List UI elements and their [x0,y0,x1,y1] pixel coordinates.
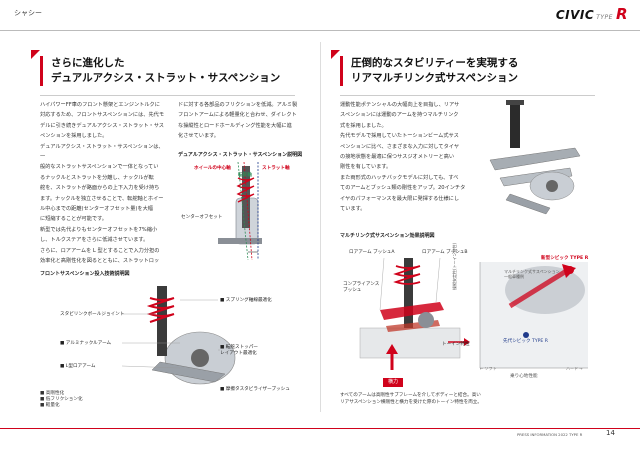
footer-title: PRESS INFORMATION 2022 TYPE R [517,432,583,437]
bottom-note: すべてのアームは高剛性サブフレームを介してボディーと結合。高い リアサスペンショ… [340,393,482,405]
strut-label-steer-axis: 転舵軸 [238,173,252,178]
header-bar [0,0,640,31]
diagram-label-lateral-force: 横力 [383,378,403,387]
strut-label-strut-axis: ストラット軸 [262,166,290,171]
front-label-lower-arm: ■ L型ロアアーム [60,364,96,369]
title-corner-mark [331,50,340,59]
multilink-diagram-caption: マルチリンク式サスペンション効果説明図 [340,233,435,239]
left-title-rule [40,95,295,96]
front-suspension-photo [40,278,310,398]
section-label: シャシー [14,9,42,17]
right-title-line2: リアマルチリンク式サスペンション [351,72,519,84]
left-body-col1: ハイパワーFF車のフロント懸架とエンジントルクに 対応するため、フロントサスペン… [40,102,165,265]
strut-diagram [178,160,298,265]
diagram-label-arm-a: ロアアーム ブッシュA [349,250,395,255]
strut-diagram-caption: デュアルアクシス・ストラット・サスペンション説明図 [178,152,303,158]
brand-r: R [615,5,628,23]
page-number: 14 [606,429,615,437]
chart-x-left: ← ソフト [480,366,497,371]
multilink-diagram [340,240,595,390]
strut-label-center-offset: センターオフセット [181,215,223,220]
left-title-line1: さらに進化した [51,57,125,69]
rear-suspension-photo [480,98,590,216]
chart-label-multilink-general: マルチリンク式サスペンション 一般車種例 [504,269,560,279]
brand-sub: TYPE [596,14,613,21]
legend-rigidity: ■ 高剛性化 [40,391,65,396]
legend-low-friction: ■ 低フリクション化 [40,397,83,402]
front-label-stabilizer-bush: ■ 摩擦タスタビライザーブッシュ [220,387,290,392]
front-label-knuckle-arm: ■ アルミナックルアーム [60,341,112,346]
right-title-line1: 圧倒的なスタビリティーを実現する [351,57,519,69]
left-title: さらに進化した デュアルアクシス・ストラット・サスペンション [31,50,281,86]
chart-label-old-model: 先代シビック TYPE R [503,339,548,344]
strut-label-wheel-axis: ホイールの中心軸 [194,166,231,171]
diagram-label-arm-b: ロアアーム ブッシュB [422,250,468,255]
chart-x-right: ハード → [566,366,583,371]
diagram-label-compliance: コンプライアンス ブッシュ [343,282,380,293]
chart-y-label: 操縦安定性(トーイン特性) [452,242,457,290]
right-title: 圧倒的なスタビリティーを実現する リアマルチリンク式サスペンション [331,50,519,86]
front-label-stabilink: スタビリンクボールジョイント [60,312,125,317]
diagram-label-toe-in: トーイン特性 [442,342,470,347]
legend-lightweight: ■ 軽量化 [40,403,60,408]
right-body-text: 運動性能ポテンシャルの大幅向上を目指し、リアサ スペンションには運動のアームを持… [340,102,466,213]
front-label-steer-stopper: ■ 転舵ストッパー レイアウト最適化 [220,345,258,356]
chart-x-label: 乗り心地性能 [510,374,538,379]
brand-name: CIVIC [555,8,595,22]
left-title-line2: デュアルアクシス・ストラット・サスペンション [51,72,281,84]
title-corner-mark [31,50,40,59]
right-title-rule [340,95,595,96]
front-legend: ■ 高剛性化 ■ 低フリクション化 ■ 軽量化 [40,390,83,408]
chart-label-new-model: 新型シビック TYPE R [541,256,589,261]
left-body-col2: ドに対する各部品のフリクションを低減。アルミ製 フロントアームによる軽量化と合わ… [178,102,298,140]
front-label-spring-axis: ■ スプリング軸線最適化 [220,298,272,303]
front-suspension-caption: フロントサスペンション投入技術説明図 [40,271,130,277]
footer-rule [0,428,640,429]
page-divider [320,42,321,412]
